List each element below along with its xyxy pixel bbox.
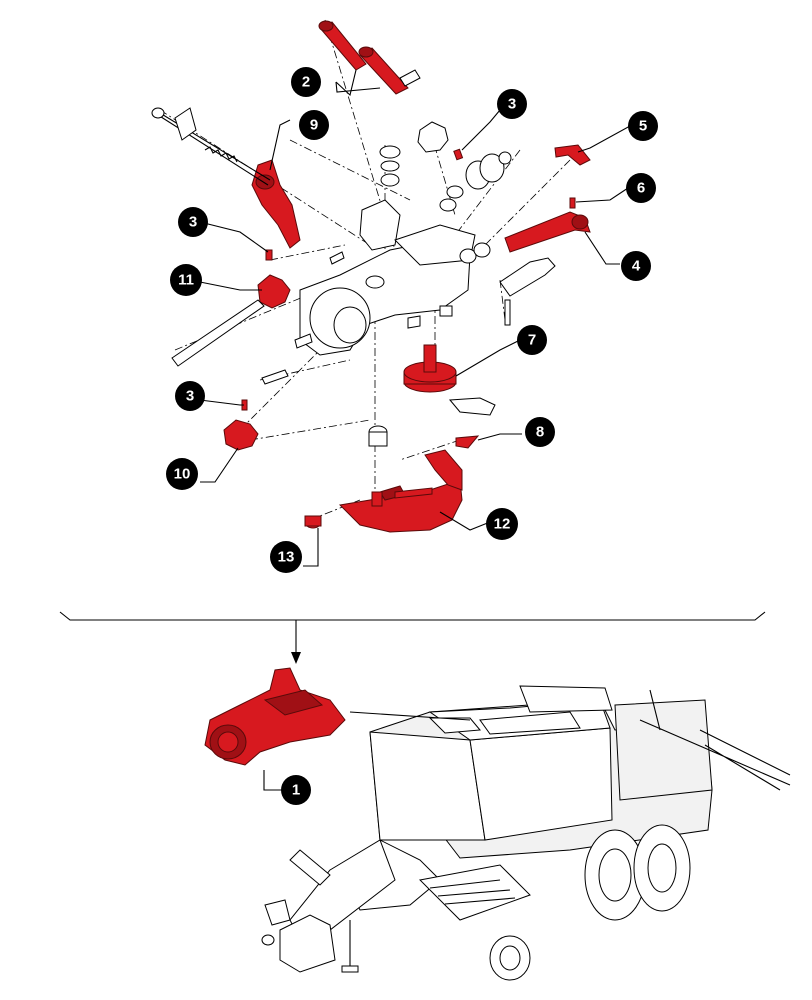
baler-overview: [204, 667, 791, 981]
callout-3-bottom: 3: [175, 381, 205, 411]
star-wheel: [417, 121, 449, 153]
svg-text:12: 12: [494, 516, 511, 533]
callout-11: 11: [170, 264, 202, 296]
part-11-sprocket: [257, 274, 291, 309]
callout-1: 1: [281, 775, 311, 805]
callout-5: 5: [628, 111, 658, 141]
part-3-pins: [241, 148, 464, 411]
gear-cluster: [465, 151, 512, 190]
svg-text:2: 2: [302, 74, 310, 91]
leader-lines: [199, 69, 631, 567]
callout-12: 12: [486, 508, 518, 540]
svg-text:5: 5: [639, 118, 647, 135]
callout-badges: 1 2 3 3 3 4 5 6: [166, 67, 658, 805]
long-shaft: [171, 299, 265, 367]
part-2-pins: [318, 20, 421, 95]
callout-7: 7: [517, 325, 547, 355]
svg-text:3: 3: [189, 214, 197, 231]
svg-text:1: 1: [292, 782, 300, 799]
svg-text:3: 3: [186, 388, 194, 405]
rod-with-spring: [151, 107, 271, 186]
svg-text:8: 8: [536, 424, 544, 441]
svg-text:7: 7: [528, 332, 536, 349]
retaining-clip: [448, 397, 496, 416]
part-13-bushing: [304, 515, 322, 529]
callout-13: 13: [270, 541, 302, 573]
svg-text:9: 9: [310, 117, 318, 134]
callout-9: 9: [299, 110, 329, 140]
callout-3-top: 3: [497, 89, 527, 119]
part-7-flange: [403, 344, 457, 393]
bolts: [261, 251, 511, 385]
part-6-pin: [569, 197, 576, 209]
svg-text:10: 10: [174, 466, 191, 483]
part-5-bracket: [554, 144, 591, 166]
view-separator: [59, 611, 766, 664]
callout-8: 8: [525, 417, 555, 447]
exploded-view: [151, 19, 631, 567]
part-10-sprocket: [223, 419, 259, 451]
svg-text:13: 13: [278, 549, 295, 566]
baler-body: [261, 685, 791, 981]
callout-3-left: 3: [178, 207, 208, 237]
assembly-guide-lines: [159, 19, 571, 521]
part-1-knotter-assembly: [204, 667, 346, 766]
washers: [368, 145, 491, 447]
part-4-arm: [504, 211, 591, 253]
svg-text:4: 4: [632, 258, 641, 275]
callout-6: 6: [626, 173, 656, 203]
main-housing: [299, 199, 476, 356]
part-12-frame: [338, 449, 463, 533]
callout-10: 10: [166, 458, 198, 490]
handle-plate: [499, 257, 556, 297]
svg-text:6: 6: [637, 180, 645, 197]
callout-4: 4: [621, 251, 651, 281]
callout-2: 2: [291, 67, 321, 97]
svg-text:3: 3: [508, 96, 516, 113]
svg-text:11: 11: [178, 272, 194, 289]
part-8-wedge: [455, 435, 480, 449]
